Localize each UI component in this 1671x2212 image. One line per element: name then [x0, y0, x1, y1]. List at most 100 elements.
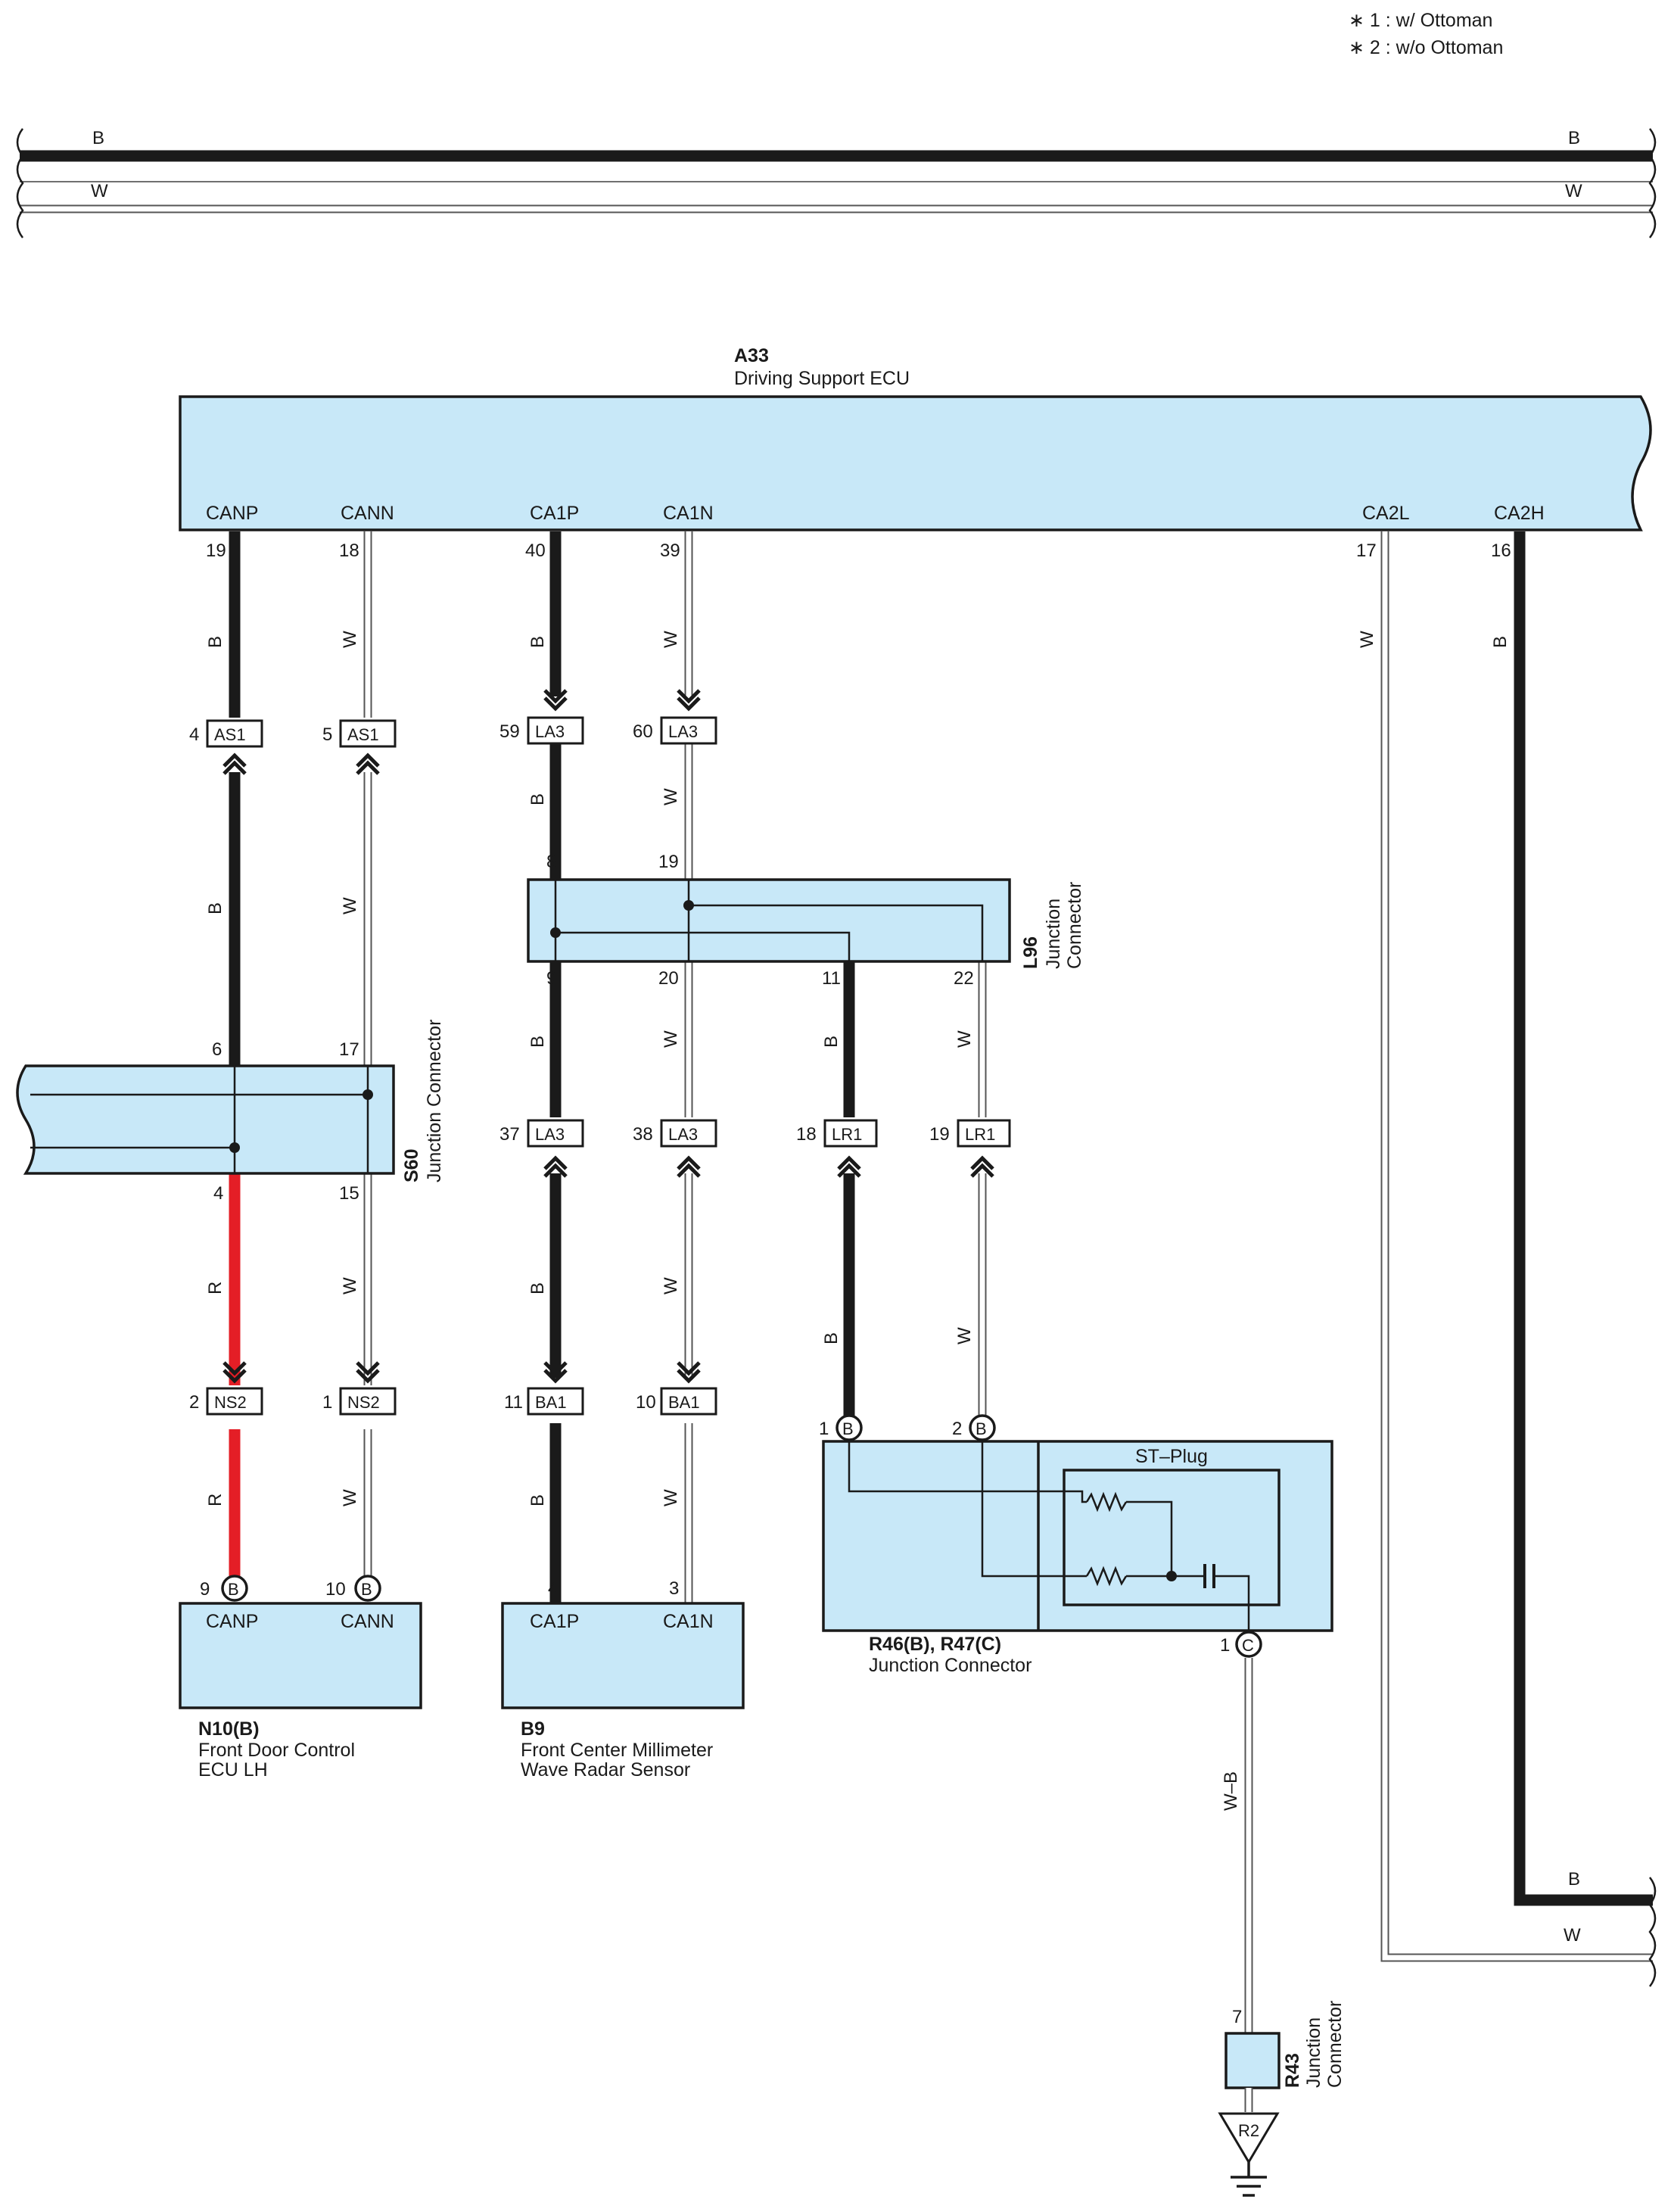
wc-ca1p-4: B [527, 1282, 548, 1294]
r46-box [822, 1440, 1333, 1632]
n10-circ-2: B [361, 1580, 372, 1599]
la3-pin-59: 59 [499, 721, 520, 742]
resistor-2 [1085, 1566, 1128, 1587]
s60-code: S60 [401, 1149, 422, 1182]
connector-ns2: NS2 NS2 2 1 [189, 1361, 397, 1416]
r43-code: R43 [1282, 2053, 1303, 2088]
wc-cann-1: W [340, 631, 360, 648]
bus-w-label-left: W [91, 181, 108, 201]
lr1-pin-19: 19 [929, 1124, 950, 1145]
as1-tag-1: AS1 [214, 725, 246, 744]
ecu-pin-17: 17 [1356, 541, 1377, 561]
r46-pin-2: 2 [952, 1419, 962, 1439]
wc-ca2l: W [1357, 631, 1377, 648]
n10-terminal-cann: CANN [341, 1611, 394, 1632]
wire-color-labels: B W B W W B B W B W B W B W R W B W B W … [205, 631, 1511, 1811]
lr1-pin-18: 18 [796, 1124, 817, 1145]
ns2-pin-2: 2 [189, 1392, 199, 1413]
b9-pin-4: 4 [548, 1578, 558, 1599]
l96-pin-22: 22 [954, 968, 974, 989]
r47-circ-c: C [1242, 1636, 1254, 1655]
ecu-terminal-ca1p: CA1P [530, 503, 579, 524]
l96-box [527, 878, 1011, 963]
connector-as1: AS1 AS1 4 5 [189, 719, 397, 775]
junction-connector-r43: 7 R43 Junction Connector R2 [1218, 2001, 1346, 2197]
note-ottoman-1: ∗ 1 : w/ Ottoman [1349, 10, 1492, 31]
bus-break-left [16, 128, 24, 238]
la3-mid-tag-2: LA3 [668, 1125, 698, 1144]
n10-name-1: Front Door Control [198, 1740, 355, 1761]
radar-sensor-b9: 4 3 CA1P CA1N B9 Front Center Millimeter… [501, 1578, 745, 1781]
bottom-bus-break [1648, 1877, 1657, 1987]
connector-lr1: LR1 LR1 18 19 [796, 1119, 1011, 1178]
wc-ca1p-2: B [527, 793, 548, 805]
n10-pin-9: 9 [200, 1579, 210, 1600]
r47-pin-1: 1 [1220, 1635, 1230, 1656]
wc-canp-3: R [205, 1282, 226, 1294]
l96-pin-20: 20 [658, 968, 679, 989]
r46-circ-b-2: B [976, 1419, 987, 1438]
ecu-pin-39: 39 [660, 541, 680, 561]
r43-name-2: Connector [1324, 2001, 1346, 2088]
la3-mid-tag-1: LA3 [535, 1125, 565, 1144]
wc-ca1n-1: W [661, 631, 681, 648]
l96-pin-8: 8 [546, 852, 556, 872]
junction-connector-s60: 6 17 4 15 S60 Junction Connector [16, 1020, 445, 1204]
b9-code: B9 [521, 1718, 545, 1740]
s60-box [16, 1064, 395, 1175]
ns2-pin-1: 1 [322, 1392, 332, 1413]
ground-r2-label: R2 [1238, 2121, 1259, 2140]
r46-code: R46(B), R47(C) [869, 1634, 1001, 1655]
r46-name: Junction Connector [869, 1655, 1032, 1676]
connector-la3-top: LA3 LA3 59 60 [499, 689, 717, 745]
n10-code: N10(B) [198, 1718, 260, 1740]
wc-wb: W–B [1221, 1771, 1241, 1811]
ecu-pin-40: 40 [525, 541, 546, 561]
lr1-tag-2: LR1 [965, 1125, 995, 1144]
n10-pin-10: 10 [325, 1579, 346, 1600]
connector-ba1: BA1 BA1 11 10 [504, 1361, 717, 1416]
as1-tag-2: AS1 [347, 725, 379, 744]
n10-circ-1: B [228, 1580, 239, 1599]
junction-connector-l96: 8 19 9 20 11 22 L96 Junction Connector [527, 852, 1085, 989]
ecu-pin-16: 16 [1491, 541, 1511, 561]
wc-ca1p-3: B [527, 1036, 548, 1048]
wc-ca1n-3: W [661, 1030, 681, 1048]
ecu-terminal-ca1n: CA1N [663, 503, 714, 524]
b9-terminal-ca1p: CA1P [530, 1611, 579, 1632]
ecu-name: Driving Support ECU [734, 368, 910, 389]
wc-cann-4: W [340, 1489, 360, 1506]
wc-ca1n-2: W [661, 788, 681, 805]
driving-support-ecu: A33 Driving Support ECU CANP CANN CA1P C… [179, 345, 1652, 561]
lr1-tag-1: LR1 [832, 1125, 862, 1144]
as1-pin-5: 5 [322, 724, 332, 745]
s60-pin-4: 4 [213, 1183, 223, 1204]
note-ottoman-2: ∗ 2 : w/o Ottoman [1349, 37, 1503, 58]
ecu-pin-18: 18 [339, 541, 359, 561]
la3-pin-38: 38 [633, 1124, 653, 1145]
n10-box [179, 1602, 422, 1709]
ns2-tag-1: NS2 [214, 1393, 247, 1412]
bus-break-right [1648, 128, 1657, 238]
r43-name-1: Junction [1303, 2017, 1324, 2088]
ecu-terminal-ca2l: CA2L [1362, 503, 1410, 524]
front-door-control-ecu: B B 9 10 CANP CANN N10(B) Front Door Con… [179, 1575, 422, 1781]
junction-connector-r46-r47: ST–Plug B B C 1 2 1 R46(B), R47(C) Junct… [819, 1414, 1333, 1676]
st-plug-label: ST–Plug [1135, 1446, 1208, 1467]
bottom-bus-b-label: B [1568, 1869, 1580, 1890]
ba1-pin-11: 11 [504, 1392, 523, 1413]
bus-b-label-right: B [1568, 128, 1580, 148]
wc-cann-2: W [340, 897, 360, 914]
r43-pin-7: 7 [1232, 2007, 1242, 2027]
wc-ca1p-5: B [527, 1494, 548, 1506]
bus-b-label-left: B [92, 128, 104, 148]
r46-circ-b-1: B [842, 1419, 854, 1438]
b9-box [501, 1602, 745, 1709]
wc-canp-2: B [205, 902, 226, 914]
wc-ca1n-4: W [661, 1277, 681, 1294]
n10-terminal-canp: CANP [206, 1611, 258, 1632]
b9-pin-3: 3 [669, 1578, 679, 1599]
l96-code: L96 [1020, 936, 1041, 969]
s60-pin-15: 15 [339, 1183, 359, 1204]
